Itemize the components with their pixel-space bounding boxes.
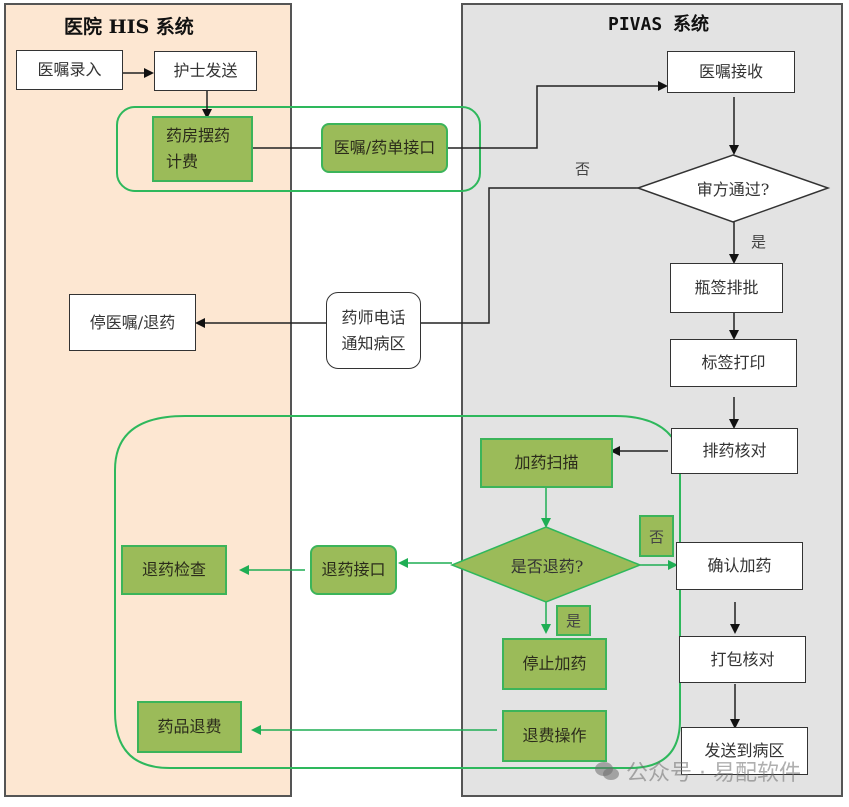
order-interface-label: 医嘱/药单接口	[333, 138, 436, 157]
return-yes-label: 是	[565, 612, 581, 630]
order-interface-box: 医嘱/药单接口	[321, 123, 448, 173]
stop-order-box: 停医嘱/退药	[69, 294, 196, 351]
pack-check-box: 打包核对	[679, 636, 806, 683]
dispense-check-label: 排药核对	[702, 441, 767, 460]
drug-refund-label: 药品退费	[157, 717, 222, 736]
add-scan-label: 加药扫描	[514, 453, 579, 472]
confirm-add-label: 确认加药	[707, 556, 772, 575]
review-decision-diamond	[635, 154, 831, 223]
return-interface-box: 退药接口	[310, 545, 397, 595]
return-check-label: 退药检查	[141, 560, 206, 579]
bottle-batch-box: 瓶签排批	[670, 263, 783, 313]
review-decision-label: 审方通过?	[696, 180, 770, 199]
order-receive-box: 医嘱接收	[667, 51, 795, 93]
label-print-box: 标签打印	[670, 339, 797, 387]
return-yes-tag: 是	[556, 605, 591, 636]
add-scan-box: 加药扫描	[480, 438, 613, 488]
return-interface-label: 退药接口	[321, 560, 386, 579]
stop-add-box: 停止加药	[502, 638, 607, 690]
refund-op-label: 退费操作	[522, 726, 587, 745]
nurse-send-box: 护士发送	[154, 51, 257, 91]
return-check-box: 退药检查	[121, 545, 227, 595]
return-decision-label: 是否退药?	[510, 557, 584, 576]
review-yes-label: 是	[751, 233, 767, 251]
return-decision-diamond	[449, 526, 643, 603]
label-print-label: 标签打印	[701, 353, 766, 372]
dispense-check-box: 排药核对	[671, 428, 798, 474]
order-entry-box: 医嘱录入	[16, 50, 123, 90]
pharmacy-billing-label-line2: 计费	[166, 152, 199, 171]
line-review-no	[421, 187, 638, 324]
watermark: 公众号 · 易配软件	[594, 755, 801, 787]
stop-add-label: 停止加药	[522, 654, 587, 673]
bottle-batch-label: 瓶签排批	[694, 278, 759, 297]
his-lane-title: 医院 HIS 系统	[64, 16, 194, 38]
pharmacist-call-box: 药师电话 通知病区	[326, 292, 421, 369]
order-receive-label: 医嘱接收	[698, 62, 763, 81]
wechat-icon	[594, 761, 620, 781]
pharmacist-call-label-line2: 通知病区	[341, 333, 406, 353]
drug-refund-box: 药品退费	[137, 701, 242, 753]
return-group-outline	[114, 415, 681, 769]
confirm-add-box: 确认加药	[676, 542, 803, 590]
watermark-text: 公众号 · 易配软件	[626, 761, 801, 786]
pack-check-label: 打包核对	[710, 649, 775, 669]
return-no-tag: 否	[639, 515, 674, 557]
send-ward-box: 发送到病区	[681, 727, 808, 775]
pharmacy-billing-label-line1: 药房摆药	[166, 126, 231, 145]
review-no-label: 否	[575, 160, 591, 178]
return-no-label: 否	[648, 527, 664, 546]
pivas-lane-title: PIVAS 系统	[608, 14, 710, 35]
stop-order-label: 停医嘱/退药	[89, 312, 176, 332]
interface-group-outline	[116, 106, 481, 192]
arrow-interface-to-receive	[448, 81, 668, 149]
send-ward-label: 发送到病区	[704, 741, 785, 760]
pharmacist-call-label-line1: 药师电话	[341, 307, 406, 327]
nurse-send-label: 护士发送	[173, 61, 238, 80]
pharmacy-billing-box: 药房摆药 计费	[152, 116, 253, 182]
order-entry-label: 医嘱录入	[37, 60, 102, 79]
refund-op-box: 退费操作	[502, 710, 607, 762]
